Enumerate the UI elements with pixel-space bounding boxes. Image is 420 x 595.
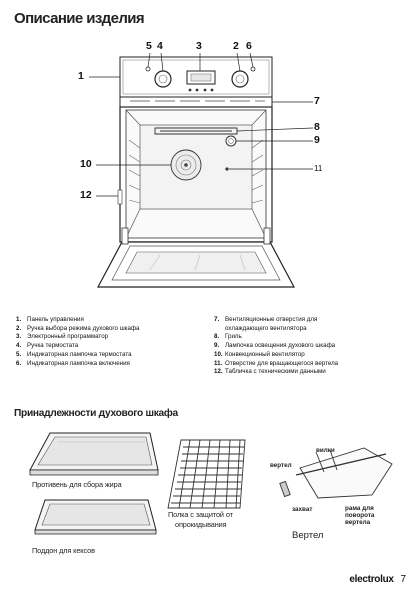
grill-element [154,127,238,135]
part-item: 9.Лампочка освещения духового шкафа [214,342,336,350]
callout-6: 6 [246,40,252,52]
frame-label-line2: поворота [345,512,375,519]
vent-strip [119,96,273,108]
callout-7: 7 [314,95,320,107]
rating-plate [117,189,123,205]
oven-lamp [225,135,237,147]
spit-title: Вертел [292,530,324,541]
callout-3: 3 [196,40,202,52]
part-item: 6.Индикаторная лампочка включения [16,359,130,367]
spit-label: вертел [270,462,292,469]
power-lamp [250,66,256,72]
callout-5: 5 [146,40,152,52]
part-item: 3.Электронный программатор [16,333,109,341]
thermostat-knob [231,70,249,88]
brand-logo: electrolux [349,574,394,585]
spit-set-image [279,447,393,499]
callout-2: 2 [233,40,239,52]
part-item: 5.Индикаторная лампочка термостата [16,350,132,358]
parts-list-right: 7.Вентиляционные отверстия для охлаждающ… [214,316,338,377]
accessories-title: Принадлежности духового шкафа [14,408,178,419]
clamp-label: захват [292,506,313,513]
callout-9: 9 [314,134,320,146]
baking-tray-image [34,499,157,535]
page-number: 7 [400,574,406,585]
spit-hole [225,167,229,171]
part-item: 10.Конвекционный вентилятор [214,350,305,358]
part-item-continued: охлаждающего вентилятора [225,324,307,332]
part-item: 8.Гриль [214,333,242,341]
part-item: 2.Ручка выбора режима духового шкафа [16,324,140,332]
callout-12: 12 [80,189,92,201]
parts-list-left: 1.Панель управления 2.Ручка выбора режим… [16,316,139,368]
thermostat-lamp [145,66,151,72]
wire-shelf-image [167,439,246,509]
part-item: 4.Ручка термостата [16,342,79,350]
roasting-pan-image [29,432,159,476]
baking-tray-caption: Поддон для кексов [32,546,95,555]
part-item: 7.Вентиляционные отверстия для [214,316,318,323]
frame-label-line3: вертела [345,519,371,526]
callout-1: 1 [78,70,84,82]
forks-label: вилки [316,447,335,454]
oven-diagram [89,52,314,288]
callout-8: 8 [314,121,320,133]
part-item: 11.Отверстие для вращающегося вертела [214,359,339,367]
mode-knob [154,70,172,88]
accessories-illustration [29,432,393,535]
frame-label-line1: рама для [345,505,374,512]
page-footer: electrolux 7 [349,574,406,585]
part-item: 1.Панель управления [16,316,84,323]
roasting-pan-caption: Противень для сбора жира [32,480,122,489]
page-title: Описание изделия [14,10,145,27]
callout-4: 4 [157,40,163,52]
convection-fan [170,149,202,181]
part-item: 12.Табличка с техническими данными [214,368,326,376]
callout-10: 10 [80,158,92,170]
callout-11: 11 [314,164,323,173]
shelf-caption-line1: Полка с защитой от [168,510,233,519]
shelf-caption-line2: опрокидывания [175,520,227,529]
